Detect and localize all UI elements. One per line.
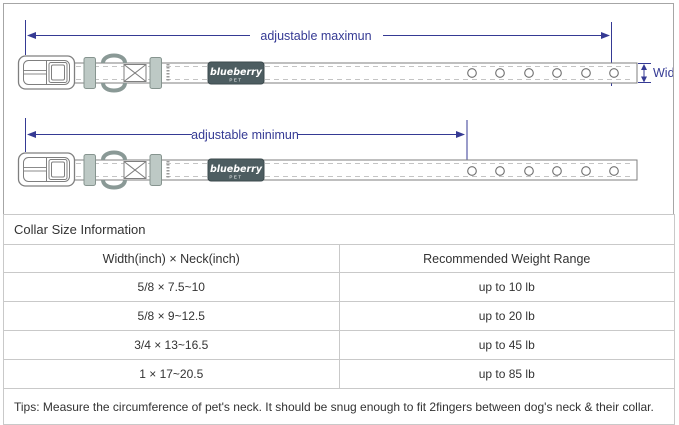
size-cell: 1 × 17~20.5 <box>3 359 340 389</box>
arrow-left-icon <box>27 131 36 138</box>
keeper-band <box>83 57 96 89</box>
size-cell: 3/4 × 13~16.5 <box>3 330 340 360</box>
table-header-row: Width(inch) × Neck(inch) Recommended Wei… <box>3 244 675 273</box>
buckle-pin <box>23 167 47 172</box>
adjustable-maximum-label: adjustable maximun <box>260 29 371 43</box>
collar-hole <box>552 68 562 78</box>
size-cell: 5/8 × 9~12.5 <box>3 301 340 331</box>
table-row: 5/8 × 7.5~10 up to 10 lb <box>3 272 675 302</box>
collar-max-drawing: adjustable maximun <box>17 20 673 93</box>
tips-text: Tips: Measure the circumference of pet's… <box>3 388 675 425</box>
collar-hole <box>552 166 562 176</box>
brand-sub-label: PET <box>229 78 242 83</box>
brand-patch <box>207 158 265 182</box>
collar-diagram: adjustable maximun <box>17 20 673 190</box>
collar-hole <box>495 68 505 78</box>
d-ring-icon <box>101 150 127 161</box>
weight-cell: up to 10 lb <box>338 272 675 302</box>
column-header-size: Width(inch) × Neck(inch) <box>3 244 340 273</box>
d-ring-icon <box>101 53 127 64</box>
table-row: 3/4 × 13~16.5 up to 45 lb <box>3 330 675 360</box>
table-row: 5/8 × 9~12.5 up to 20 lb <box>3 301 675 331</box>
column-header-weight: Recommended Weight Range <box>338 244 675 273</box>
brand-logo: blueberry <box>210 164 263 175</box>
weight-cell: up to 85 lb <box>338 359 675 389</box>
collar-diagram-panel: adjustable maximun <box>3 3 674 215</box>
adjustable-minimum-label: adjustable minimun <box>191 128 299 142</box>
width-label: Width <box>653 66 673 80</box>
buckle-pin <box>23 70 47 75</box>
d-ring-icon <box>101 179 127 190</box>
keeper-band <box>149 57 162 89</box>
collar-hole <box>467 68 477 78</box>
collar-hole <box>495 166 505 176</box>
weight-cell: up to 45 lb <box>338 330 675 360</box>
table-title-row: Collar Size Information <box>3 214 675 245</box>
brand-patch <box>207 61 265 85</box>
collar-hole <box>609 68 619 78</box>
table-row: 1 × 17~20.5 up to 85 lb <box>3 359 675 389</box>
collar-hole <box>609 166 619 176</box>
size-cell: 5/8 × 7.5~10 <box>3 272 340 302</box>
d-ring-icon <box>101 82 127 93</box>
collar-hole <box>467 166 477 176</box>
collar-hole <box>524 68 534 78</box>
collar-hole <box>524 166 534 176</box>
arrow-left-icon <box>27 32 36 39</box>
collar-hole <box>581 166 591 176</box>
keeper-band <box>149 154 162 186</box>
arrow-up-icon <box>641 64 647 70</box>
collar-min-drawing: adjustable minimun <box>17 118 638 190</box>
collar-hole <box>581 68 591 78</box>
brand-sub-label: PET <box>229 175 242 180</box>
weight-cell: up to 20 lb <box>338 301 675 331</box>
tips-row: Tips: Measure the circumference of pet's… <box>3 388 675 425</box>
keeper-band <box>83 154 96 186</box>
arrow-right-icon <box>601 32 610 39</box>
brand-logo: blueberry <box>210 67 263 78</box>
arrow-down-icon <box>641 76 647 83</box>
table-title: Collar Size Information <box>3 214 675 245</box>
collar-size-table: Collar Size Information Width(inch) × Ne… <box>3 214 675 425</box>
arrow-right-icon <box>456 131 465 138</box>
